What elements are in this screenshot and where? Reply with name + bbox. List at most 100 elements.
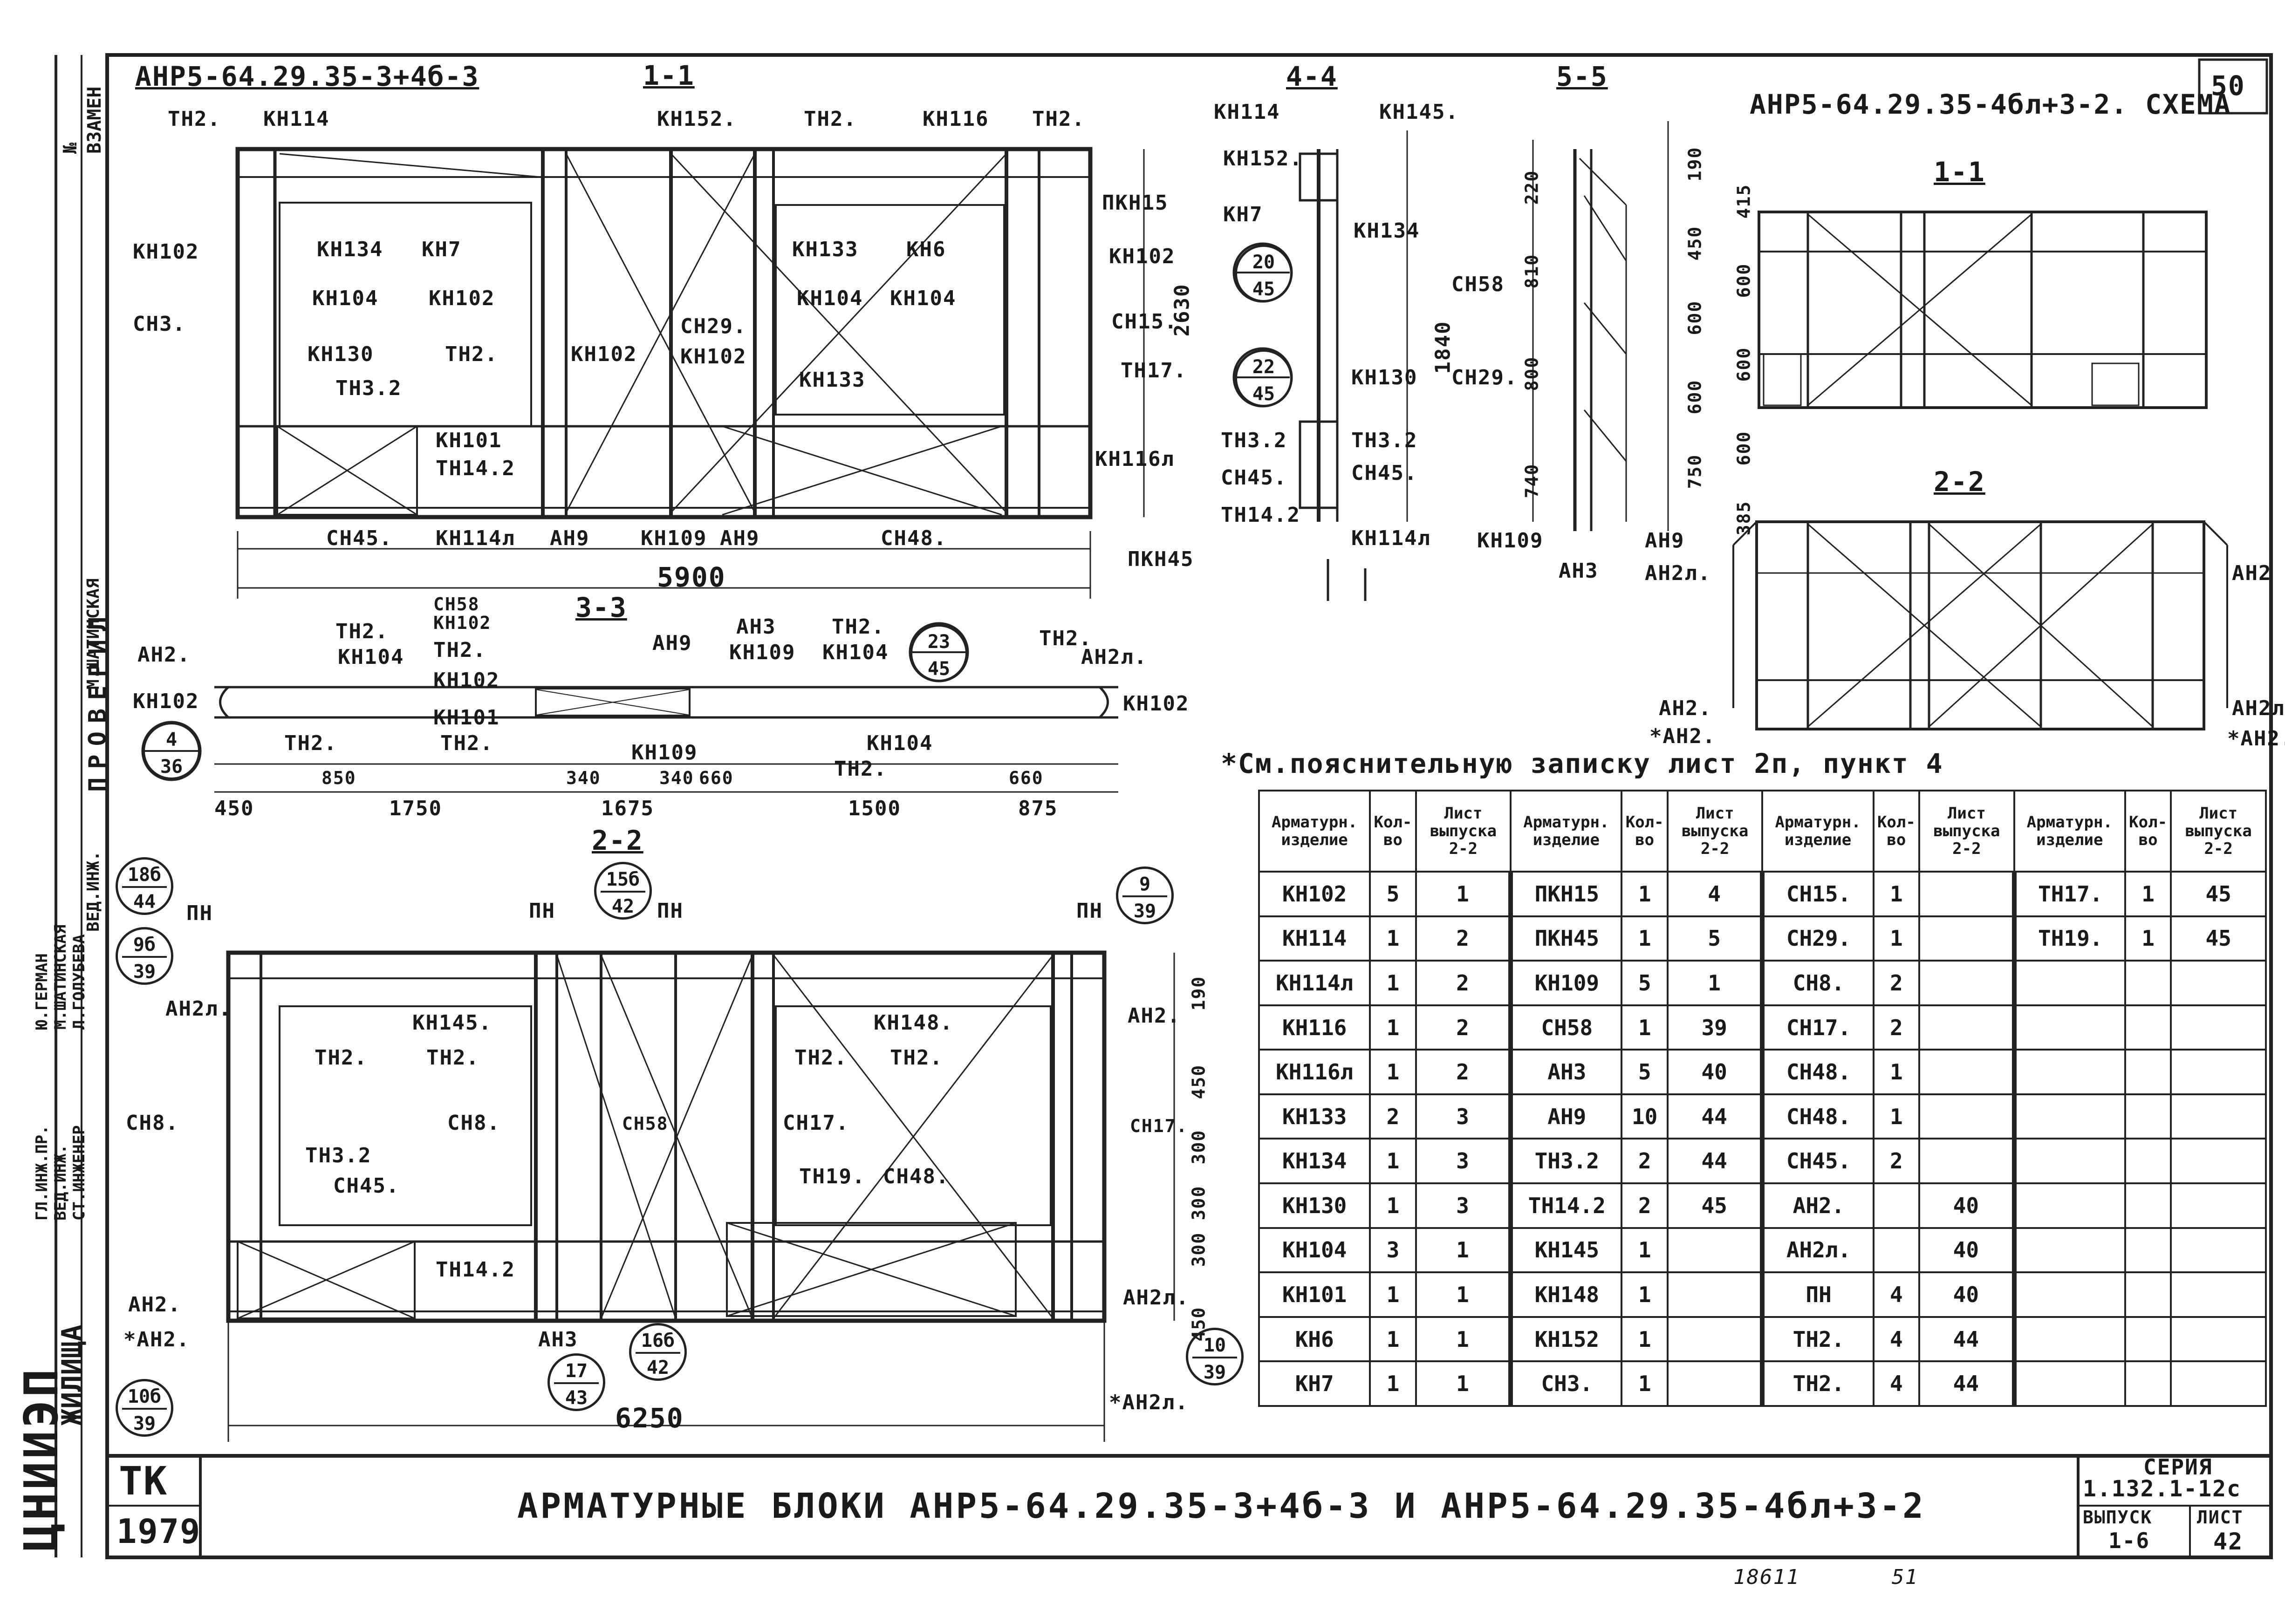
cell-item: КН104 (1258, 1227, 1371, 1274)
cell-item: КН148 (1508, 1271, 1623, 1318)
label-kn102: КН102 (133, 689, 199, 713)
cell-qty: 5 (1621, 1049, 1669, 1095)
cell-item: СН48. (1760, 1049, 1875, 1095)
label-kn104: КН104 (338, 645, 404, 669)
cell-qty (2124, 960, 2172, 1006)
label-kn7: КН7 (422, 238, 462, 261)
cell-qty: 4 (1872, 1271, 1921, 1318)
series-value: 1.132.1-12с (2083, 1476, 2241, 1502)
dim-385: 385 (1733, 500, 1754, 536)
cell-item: СН8. (1760, 960, 1875, 1006)
cell-sheet (1666, 1360, 1764, 1407)
label-sn17: СН17. (1130, 1116, 1188, 1136)
col-header-qty: Кол-во (1872, 790, 1921, 873)
cell-sheet: 44 (1666, 1093, 1764, 1140)
label-kn104: КН104 (797, 287, 863, 310)
cell-qty: 3 (1369, 1227, 1417, 1274)
label-an2: АН2. (1128, 1004, 1181, 1028)
cell-item (2011, 960, 2126, 1006)
dim-450: 450 (1188, 1064, 1209, 1099)
label-kn102: КН102 (429, 287, 495, 310)
cell-item: КН116л (1258, 1049, 1371, 1095)
label-th19: ТН19. (799, 1165, 866, 1188)
cell-item: ТН17. (2011, 871, 2126, 917)
cell-item: АН3 (1508, 1049, 1623, 1095)
cell-item: КН152 (1508, 1316, 1623, 1363)
cell-qty: 1 (1621, 1271, 1669, 1318)
label-an2l: АН2л. (1081, 645, 1148, 669)
dim-600: 600 (1733, 347, 1754, 382)
cell-qty: 1 (1369, 960, 1417, 1006)
label-th2: ТН2. (1039, 627, 1092, 650)
dim-740: 740 (1521, 463, 1542, 498)
label-kn148: КН148. (874, 1011, 953, 1035)
stamp-org-logo: ЦНИИЭП (14, 1366, 68, 1551)
label-an2-star-schema-right: *АН2. (2227, 727, 2285, 751)
dim-800: 800 (1521, 356, 1542, 391)
label-th2: ТН2. (426, 1046, 479, 1070)
cell-item: КН6 (1258, 1316, 1371, 1363)
label-an2l-schema: АН2л. (2232, 696, 2285, 720)
cell-sheet: 40 (1918, 1227, 2015, 1274)
label-an2l: АН2л. (1645, 561, 1711, 585)
cell-item (2011, 1360, 2126, 1407)
cell-qty (2124, 1316, 2172, 1363)
cell-sheet (1918, 960, 2015, 1006)
cell-sheet: 2 (1415, 915, 1512, 962)
cell-sheet: 40 (1918, 1271, 2015, 1318)
label-sn48: СН48. (883, 1165, 950, 1188)
label-kn102: КН102 (433, 669, 500, 692)
cell-qty: 1 (1369, 915, 1417, 962)
cell-qty (2124, 1271, 2172, 1318)
schema-1-1-caption: 1-1 (1934, 156, 1985, 188)
cell-item: КН101 (1258, 1271, 1371, 1318)
label-th2: ТН2. (335, 620, 389, 643)
label-kn109: КН109 (1477, 529, 1544, 553)
label-sn8: СН8. (447, 1111, 500, 1135)
label-th2: ТН2. (1032, 107, 1085, 131)
section-5-5-caption: 5-5 (1556, 61, 1608, 92)
cell-item (2011, 1093, 2126, 1140)
label-kn152: КН152. (1223, 147, 1303, 171)
label-sn3: СН3. (133, 312, 186, 336)
rebar-spec-table: Арматурн. изделие Кол-во Лист выпуска 2-… (1258, 790, 2267, 1407)
label-th2: ТН2. (834, 757, 887, 781)
cell-sheet: 40 (1666, 1049, 1764, 1095)
cell-qty: 2 (1872, 960, 1921, 1006)
list-value: 42 (2213, 1528, 2244, 1555)
cell-item: ПКН15 (1508, 871, 1623, 917)
label-pn: ПН (186, 901, 213, 925)
label-sn48: СН48. (881, 526, 947, 550)
label-th32: ТН3.2 (305, 1144, 372, 1167)
cell-qty: 1 (1369, 1138, 1417, 1185)
cell-sheet (2170, 1093, 2267, 1140)
label-sn45: СН45. (326, 526, 393, 550)
cell-sheet (2170, 960, 2267, 1006)
cell-sheet: 44 (1918, 1316, 2015, 1363)
label-th2: ТН2. (890, 1046, 943, 1070)
label-sn17: СН17. (783, 1111, 849, 1135)
label-th2: ТН2. (832, 615, 885, 639)
cell-sheet: 1 (1666, 960, 1764, 1006)
cell-sheet (1918, 1138, 2015, 1185)
cell-sheet (2170, 1138, 2267, 1185)
cell-sheet (2170, 1049, 2267, 1095)
cell-sheet: 3 (1415, 1182, 1512, 1229)
label-pn: ПН (1076, 899, 1103, 923)
label-sn8: СН8. (126, 1111, 179, 1135)
dim-660: 660 (699, 768, 734, 788)
cell-sheet (1918, 915, 2015, 962)
cell-item: КН133 (1258, 1093, 1371, 1140)
dim-340: 340 (566, 768, 601, 788)
label-th32: ТН3.2 (1351, 429, 1418, 452)
